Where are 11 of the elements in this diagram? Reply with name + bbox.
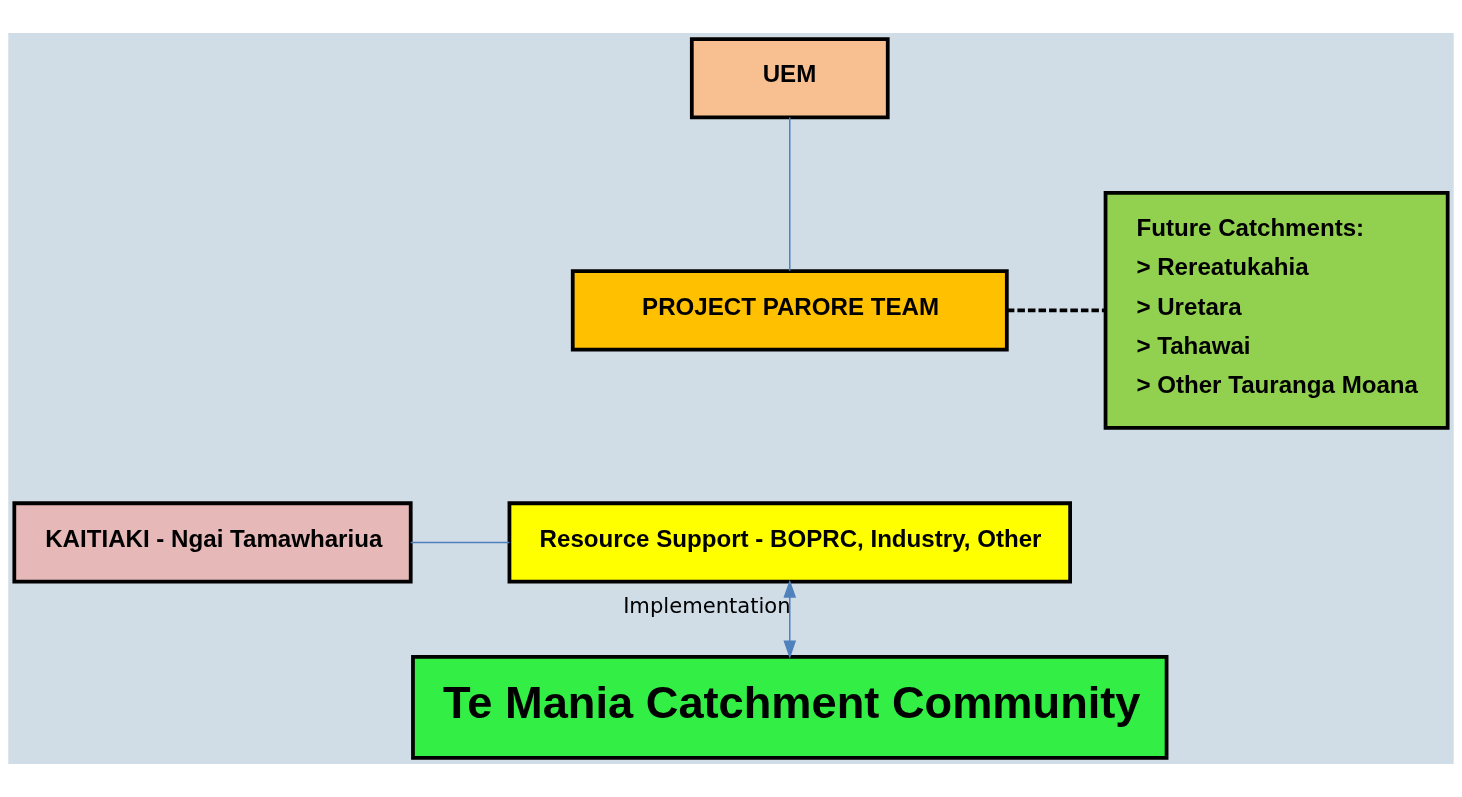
node-box: Future Catchments: > Rereatukahia > Uretara > Tahawai > Other Tauranga Moana xyxy=(1103,190,1450,430)
node-box: PROJECT PARORE TEAM xyxy=(570,269,1009,352)
arrow xyxy=(783,579,797,659)
node-box: KAITIAKI - Ngai Tamawhariua xyxy=(12,501,413,584)
node-box: UEM xyxy=(689,37,890,120)
connector xyxy=(1006,308,1106,313)
node-box: Te Mania Catchment Community xyxy=(411,655,1169,760)
connector xyxy=(410,541,511,544)
connector xyxy=(789,116,791,272)
edge-label: Implementation xyxy=(623,593,791,619)
node-box: Resource Support - BOPRC, Industry, Other xyxy=(507,501,1072,584)
